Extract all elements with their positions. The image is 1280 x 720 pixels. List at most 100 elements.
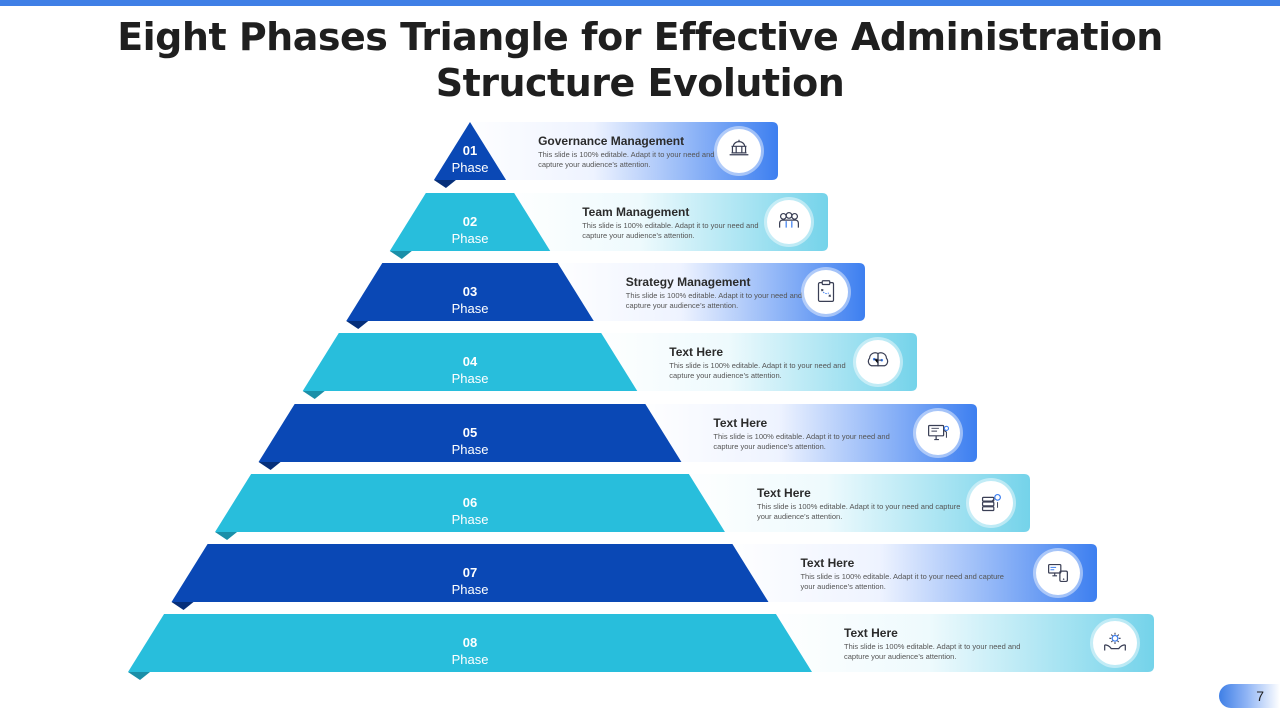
- phase-title: Text Here: [669, 345, 724, 359]
- phase-description-line-2: capture your audience’s attention.: [669, 371, 782, 380]
- server-settings-icon: [969, 481, 1013, 525]
- phase-word: Phase: [451, 582, 489, 597]
- phase-description-line-1: This slide is 100% editable. Adapt it to…: [625, 291, 803, 300]
- top-accent-bar: [0, 0, 1280, 6]
- phase-band: [635, 404, 977, 462]
- phase-band: [765, 614, 1154, 672]
- phase-number: 07: [462, 565, 478, 580]
- phase-description-line-1: This slide is 100% editable. Adapt it to…: [713, 432, 890, 441]
- team-icon: [767, 200, 811, 244]
- phase-description-line-1: This slide is 100% editable. Adapt it to…: [582, 221, 759, 230]
- phase-tier: [171, 544, 769, 602]
- tier-fold: [171, 602, 194, 610]
- phase-tier: [128, 614, 812, 672]
- phase-number: 08: [462, 635, 478, 650]
- phase-title: Team Management: [582, 205, 690, 219]
- phase-band: [722, 544, 1097, 602]
- server-settings-icon: [981, 493, 1001, 512]
- hands-gear-icon: [1093, 621, 1137, 665]
- phase-title: Text Here: [844, 626, 898, 640]
- phase-description-line-1: This slide is 100% editable. Adapt it to…: [800, 572, 1004, 581]
- phase-number: 03: [462, 284, 478, 299]
- phase-word: Phase: [451, 160, 489, 175]
- phase-description-line-1: This slide is 100% editable. Adapt it to…: [844, 642, 1021, 651]
- phase-word: Phase: [451, 301, 489, 316]
- phase-description-line-2: capture your audience’s attention.: [713, 442, 826, 451]
- phase-word: Phase: [451, 652, 489, 667]
- phase-description-line-1: This slide is 100% editable. Adapt it to…: [669, 361, 846, 370]
- phase-title: Governance Management: [538, 134, 685, 148]
- brain-circuit-icon: [856, 340, 900, 384]
- phase-number: 02: [462, 214, 478, 229]
- hands-gear-icon: [1104, 632, 1126, 651]
- phase-word: Phase: [451, 442, 489, 457]
- slide-title: Eight Phases Triangle for Effective Admi…: [0, 14, 1280, 106]
- computer-network-icon: [928, 424, 950, 441]
- phase-description-line-2: your audience’s attention.: [756, 512, 843, 521]
- team-icon: [779, 212, 799, 228]
- brain-circuit-icon: [867, 352, 889, 367]
- phase-band: [547, 263, 865, 321]
- phase-number: 01: [462, 143, 478, 158]
- slide-title-line-2: Structure Evolution: [435, 61, 845, 105]
- tier-fold: [389, 251, 412, 259]
- phase-band: [504, 193, 828, 251]
- phase-title: Strategy Management: [625, 275, 751, 289]
- phase-description-line-2: capture your audience’s attention.: [844, 652, 957, 661]
- phase-band: [460, 122, 778, 180]
- phase-description-line-1: This slide is 100% editable. Adapt it to…: [538, 150, 715, 159]
- phase-description-line-2: capture your audience’s attention.: [538, 160, 651, 169]
- government-building-icon: [729, 139, 749, 156]
- tier-fold: [215, 532, 238, 540]
- phase-description-line-2: capture your audience’s attention.: [625, 301, 739, 310]
- phase-word: Phase: [451, 512, 489, 527]
- phase-tier: [258, 404, 682, 462]
- phase-description-line-2: your audience’s attention.: [800, 582, 886, 591]
- tier-fold: [433, 180, 456, 188]
- strategy-clipboard-icon: [804, 270, 848, 314]
- phase-number: 04: [462, 354, 478, 369]
- tier-fold: [258, 462, 281, 470]
- phase-description-line-2: capture your audience’s attention.: [582, 231, 695, 240]
- slide-title-line-1: Eight Phases Triangle for Effective Admi…: [117, 15, 1163, 59]
- devices-icon: [1048, 563, 1068, 583]
- phase-number: 05: [462, 425, 478, 440]
- tier-fold: [346, 321, 369, 329]
- phase-description-line-1: This slide is 100% editable. Adapt it to…: [756, 502, 961, 511]
- phase-band: [591, 333, 917, 391]
- phase-word: Phase: [451, 231, 489, 246]
- phase-title: Text Here: [713, 416, 768, 430]
- page-number: 7: [1256, 688, 1264, 704]
- phase-tier: [215, 474, 725, 532]
- phase-tier: [302, 333, 638, 391]
- strategy-clipboard-icon: [817, 280, 835, 302]
- phase-tier: [433, 122, 507, 180]
- tier-fold: [128, 672, 150, 680]
- phase-band: [678, 474, 1030, 532]
- phase-title: Text Here: [800, 556, 855, 570]
- page-number-badge: 7: [1219, 684, 1280, 708]
- phase-title: Text Here: [756, 486, 811, 500]
- phase-number: 06: [462, 495, 478, 510]
- computer-network-icon: [916, 411, 960, 455]
- phase-word: Phase: [451, 371, 489, 386]
- tier-fold: [302, 391, 325, 399]
- phase-tier: [389, 193, 551, 251]
- government-building-icon: [717, 129, 761, 173]
